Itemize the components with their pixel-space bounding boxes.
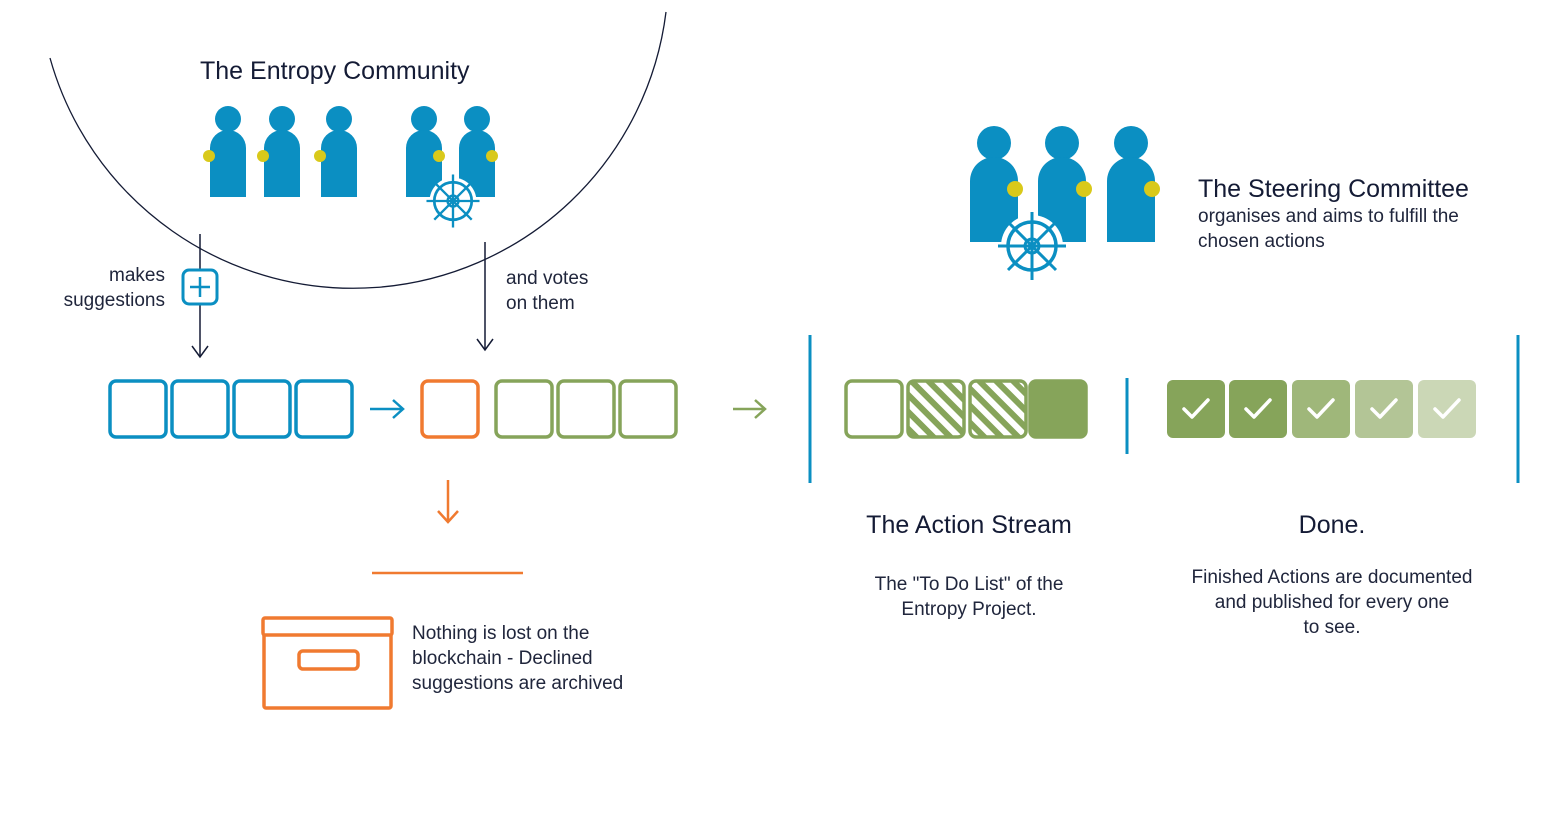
ship-wheel-icon xyxy=(425,173,481,229)
yellow-badge-icon xyxy=(314,150,326,162)
yellow-badge-icon xyxy=(1007,181,1023,197)
committee-desc: organises and aims to fulfill the chosen… xyxy=(1198,206,1459,252)
committee-title: The Steering Committee xyxy=(1198,175,1469,203)
ship-wheel-icon xyxy=(996,210,1068,282)
yellow-badge-icon xyxy=(433,150,445,162)
community-circle xyxy=(49,11,667,289)
community-members xyxy=(203,106,498,197)
archive-desc: Nothing is lost on the blockchain - Decl… xyxy=(412,623,624,694)
person-icon xyxy=(210,106,246,197)
suggestion-boxes xyxy=(108,379,354,439)
suggest-label: makes suggestions xyxy=(63,265,165,311)
arrow-icon xyxy=(733,399,767,419)
checkmark-icon xyxy=(1182,398,1461,419)
yellow-badge-icon xyxy=(1144,181,1160,197)
declined-box xyxy=(420,379,480,439)
arrow-icon xyxy=(476,338,494,352)
arrow-icon xyxy=(370,399,405,419)
yellow-badge-icon xyxy=(1076,181,1092,197)
done-title: Done. xyxy=(1298,511,1366,539)
person-icon xyxy=(321,106,357,197)
person-icon xyxy=(406,106,442,197)
archive-box-icon xyxy=(261,616,394,710)
done-desc: Finished Actions are documented and publ… xyxy=(1191,567,1473,638)
done-boxes xyxy=(1167,380,1476,438)
action-stream-boxes xyxy=(844,379,1088,439)
community-title: The Entropy Community xyxy=(200,57,470,85)
vote-label: and votes on them xyxy=(506,268,589,314)
committee-members xyxy=(970,126,1160,242)
voted-boxes xyxy=(494,379,678,439)
arrow-icon xyxy=(191,345,209,359)
person-icon xyxy=(264,106,300,197)
person-icon xyxy=(1038,126,1086,242)
yellow-badge-icon xyxy=(486,150,498,162)
person-icon xyxy=(1107,126,1155,242)
action-stream-title: The Action Stream xyxy=(866,511,1072,539)
yellow-badge-icon xyxy=(203,150,215,162)
yellow-badge-icon xyxy=(257,150,269,162)
arrow-icon xyxy=(437,480,459,524)
action-stream-desc: The "To Do List" of the Entropy Project. xyxy=(874,574,1064,620)
person-icon xyxy=(970,126,1018,242)
person-icon xyxy=(459,106,495,197)
